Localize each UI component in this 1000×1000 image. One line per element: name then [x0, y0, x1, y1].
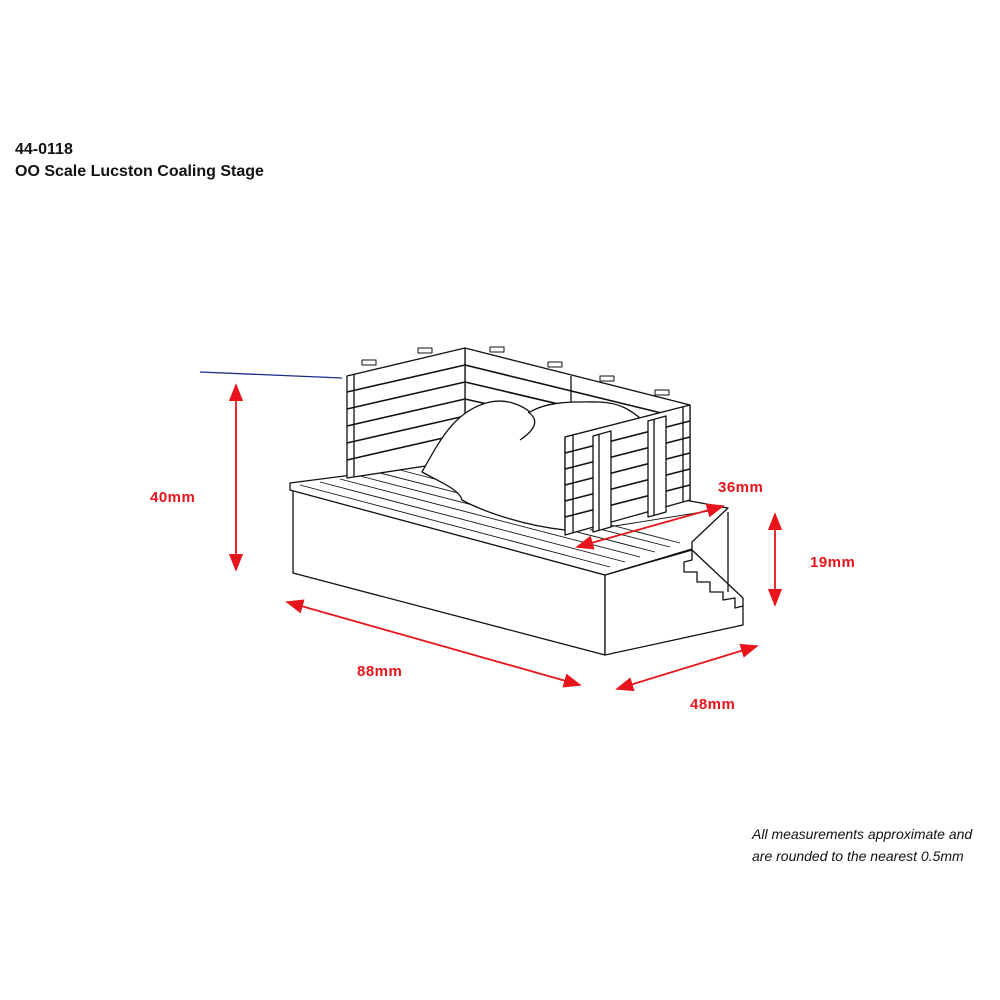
product-name: OO Scale Lucston Coaling Stage	[15, 163, 264, 180]
leader-line	[199, 371, 343, 379]
product-code: 44-0118	[15, 141, 73, 158]
dim-label-40mm: 40mm	[150, 489, 196, 506]
dim-label-48mm: 48mm	[690, 696, 736, 713]
arrow-88mm	[285, 599, 582, 688]
footnote-line-1: All measurements approximate and	[752, 826, 973, 842]
arrow-36mm	[575, 503, 725, 550]
coal-heap	[421, 400, 641, 531]
post	[592, 430, 612, 533]
post	[647, 415, 667, 518]
footnote-line-2: are rounded to the nearest 0.5mm	[752, 848, 964, 864]
steps	[683, 550, 744, 609]
dim-label-19mm: 19mm	[810, 554, 856, 571]
base-right-face	[604, 549, 744, 656]
dim-label-88mm: 88mm	[357, 663, 403, 680]
dim-label-36mm: 36mm	[718, 479, 764, 496]
arrow-48mm	[615, 643, 759, 692]
